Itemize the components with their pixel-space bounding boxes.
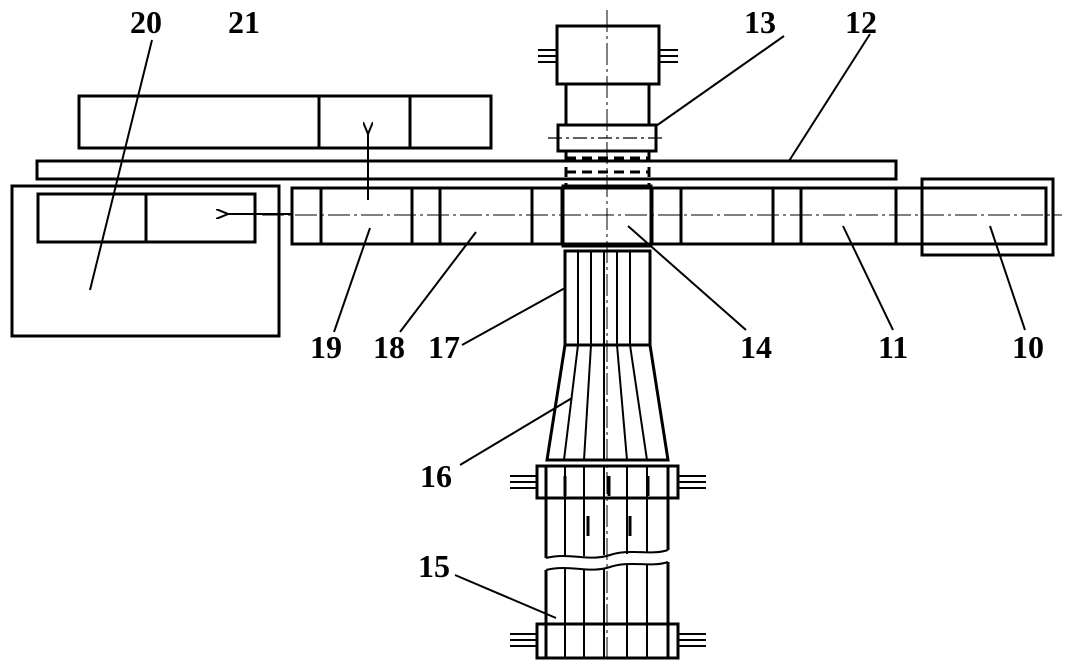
- main-conveyor: [290, 186, 1048, 246]
- tapered-section-16: [545, 344, 670, 462]
- collar-13: [548, 123, 662, 153]
- label-17: 17: [428, 329, 460, 365]
- label-13: 13: [744, 4, 776, 40]
- label-14: 14: [740, 329, 772, 365]
- central-block-14: [561, 184, 653, 248]
- label-15: 15: [418, 548, 450, 584]
- label-10: 10: [1012, 329, 1044, 365]
- label-19: 19: [310, 329, 342, 365]
- strip-section-17: [563, 249, 652, 347]
- lower-conveyor-15: [510, 464, 706, 660]
- label-20: 20: [130, 4, 162, 40]
- label-18: 18: [373, 329, 405, 365]
- dashed-transition: [564, 151, 651, 186]
- leader-lines: [89, 33, 1026, 619]
- label-11: 11: [878, 329, 908, 365]
- label-16: 16: [420, 458, 452, 494]
- rail-beam-12: [35, 159, 898, 181]
- label-12: 12: [845, 4, 877, 40]
- end-unit-10: [920, 177, 1055, 257]
- unit-20: [10, 184, 281, 338]
- upper-housing: [538, 24, 678, 126]
- storage-unit-21: [77, 94, 493, 150]
- label-21: 21: [228, 4, 260, 40]
